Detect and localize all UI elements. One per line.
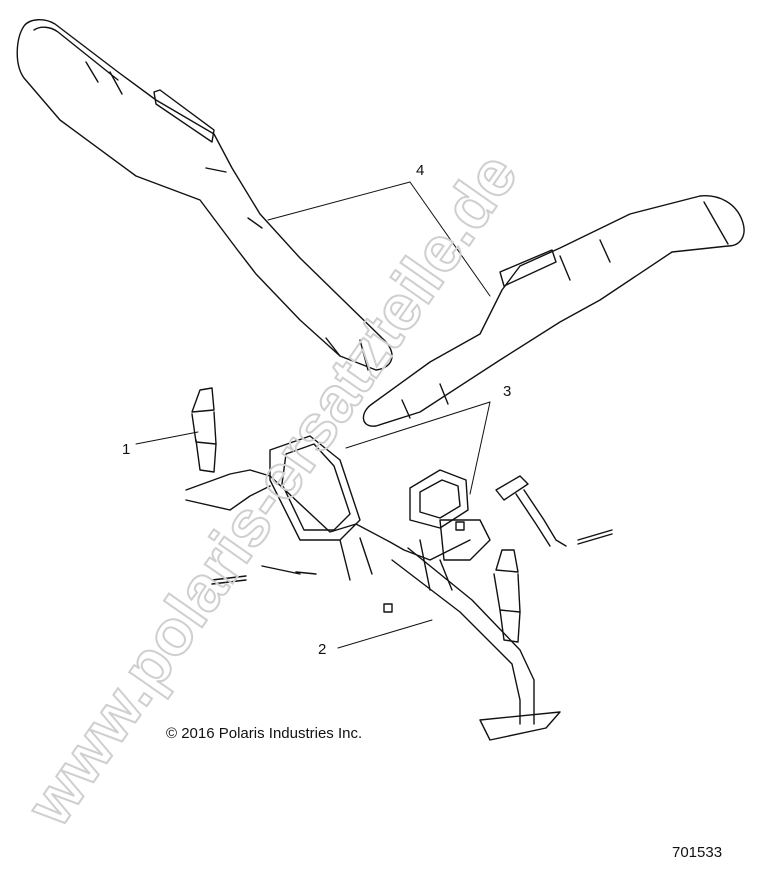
callout-1: 1: [122, 441, 131, 458]
seat-frame: [185, 435, 561, 741]
left-grab-handle: [16, 19, 393, 371]
copyright-text: © 2016 Polaris Industries Inc.: [166, 725, 363, 742]
callout-4: 4: [416, 162, 425, 179]
callout-2: 2: [318, 641, 327, 658]
right-support-post: [493, 549, 521, 643]
left-support-post: [191, 387, 217, 473]
right-grab-handle: [362, 195, 745, 427]
leader-lines: [135, 181, 491, 649]
seat-straps: [495, 475, 567, 547]
callout-3: 3: [503, 383, 512, 400]
diagram-part-number: 701533: [672, 844, 723, 861]
fasteners: [211, 521, 613, 613]
